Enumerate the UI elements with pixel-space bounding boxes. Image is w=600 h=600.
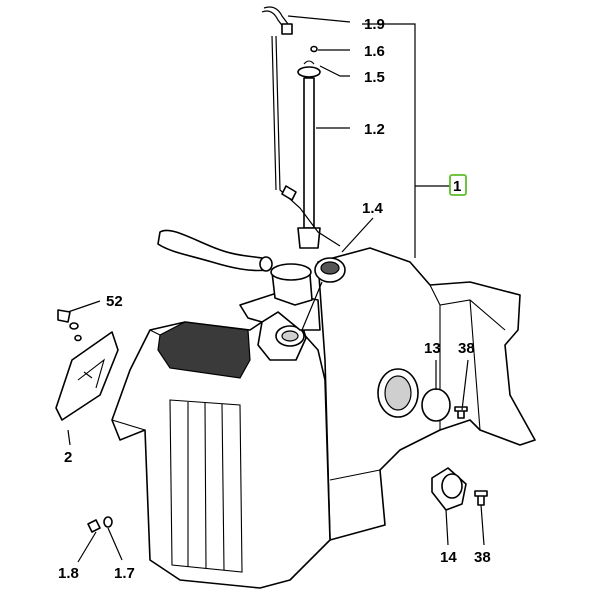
callout-highlight xyxy=(449,174,467,196)
callout-labels: 1.9 1.6 1.5 1.2 1 1.4 52 13 38 2 1.8 1.7… xyxy=(58,16,491,582)
callout-1[interactable]: 1 xyxy=(453,178,461,195)
cup-14 xyxy=(431,467,467,511)
callout-1-6[interactable]: 1.6 xyxy=(364,43,385,60)
callout-14[interactable]: 14 xyxy=(440,549,457,566)
callout-1-2[interactable]: 1.2 xyxy=(364,121,385,138)
hose xyxy=(157,229,273,272)
callout-1-7[interactable]: 1.7 xyxy=(114,565,135,582)
housing-port xyxy=(377,368,419,418)
screw-52 xyxy=(57,309,82,342)
callout-13[interactable]: 13 xyxy=(424,340,441,357)
bracket-2 xyxy=(55,331,119,421)
sender-tube-1-2 xyxy=(297,60,321,249)
callout-1-8[interactable]: 1.8 xyxy=(58,565,79,582)
callout-38-lower[interactable]: 38 xyxy=(474,549,491,566)
screw-38-upper xyxy=(454,406,468,419)
callout-38-upper[interactable]: 38 xyxy=(458,340,475,357)
clip-1-6 xyxy=(310,45,318,53)
callout-52[interactable]: 52 xyxy=(106,293,123,310)
fuel-cap-1-4 xyxy=(301,257,346,331)
nut-1-8 xyxy=(87,519,101,533)
cover-plate-13 xyxy=(421,388,451,422)
screw-38-lower xyxy=(474,490,488,506)
leader-lines xyxy=(67,15,485,563)
washer-1-7 xyxy=(103,516,113,528)
tank-upper-section xyxy=(239,263,321,331)
callout-2[interactable]: 2 xyxy=(64,449,72,466)
callout-1-4[interactable]: 1.4 xyxy=(362,200,384,217)
callout-1-9[interactable]: 1.9 xyxy=(364,16,385,33)
callout-1-5[interactable]: 1.5 xyxy=(364,69,385,86)
fuel-tank-body xyxy=(111,321,331,589)
fuel-line-1-9 xyxy=(261,6,341,247)
